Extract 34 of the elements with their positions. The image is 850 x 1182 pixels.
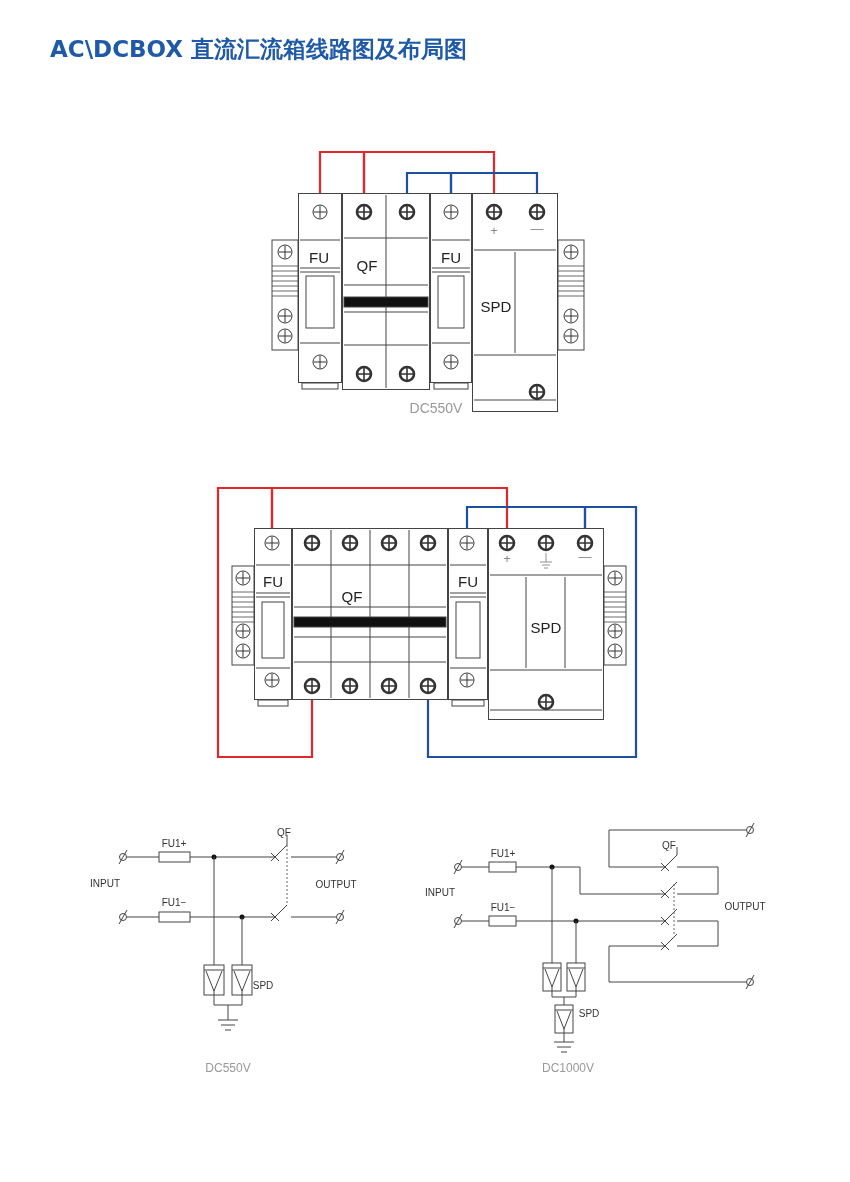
wire bbox=[465, 505, 587, 528]
component-label: QF bbox=[277, 826, 291, 838]
port-label: OUTPUT bbox=[315, 878, 357, 890]
voltage-caption: DC550V bbox=[409, 400, 463, 416]
fuse-module: FU bbox=[430, 193, 472, 383]
circuit-breaker-module: QF bbox=[292, 528, 448, 700]
wire bbox=[270, 486, 509, 528]
fuse-module: FU bbox=[448, 528, 488, 700]
fuse-module: FU bbox=[254, 528, 292, 700]
circuit-breaker-module: QF bbox=[342, 193, 430, 390]
wire bbox=[216, 486, 314, 759]
component-label: FU1− bbox=[161, 896, 187, 908]
component-label: FU1+ bbox=[490, 847, 516, 859]
page-title: AC\DCBOX 直流汇流箱线路图及布局图 bbox=[50, 35, 468, 64]
component-label: SPD bbox=[252, 979, 274, 991]
wire bbox=[362, 150, 496, 193]
wire bbox=[318, 150, 366, 193]
wire bbox=[405, 171, 453, 193]
terminal-sign: — bbox=[578, 548, 592, 564]
fuse-module: FU bbox=[298, 193, 342, 383]
port-label: OUTPUT bbox=[724, 900, 766, 912]
terminal-sign: + bbox=[490, 222, 498, 238]
component-label: FU1+ bbox=[161, 837, 187, 849]
component-label: FU1− bbox=[490, 901, 516, 913]
port-label: INPUT bbox=[90, 877, 120, 889]
terminal-sign: — bbox=[530, 220, 544, 236]
component-label: QF bbox=[662, 839, 676, 851]
terminal-sign: + bbox=[503, 550, 511, 566]
voltage-caption: DC550V bbox=[205, 1061, 251, 1075]
wire bbox=[449, 171, 539, 193]
component-label: SPD bbox=[578, 1007, 600, 1019]
voltage-caption: DC1000V bbox=[542, 1061, 594, 1075]
wire bbox=[426, 505, 638, 759]
port-label: INPUT bbox=[425, 886, 455, 898]
